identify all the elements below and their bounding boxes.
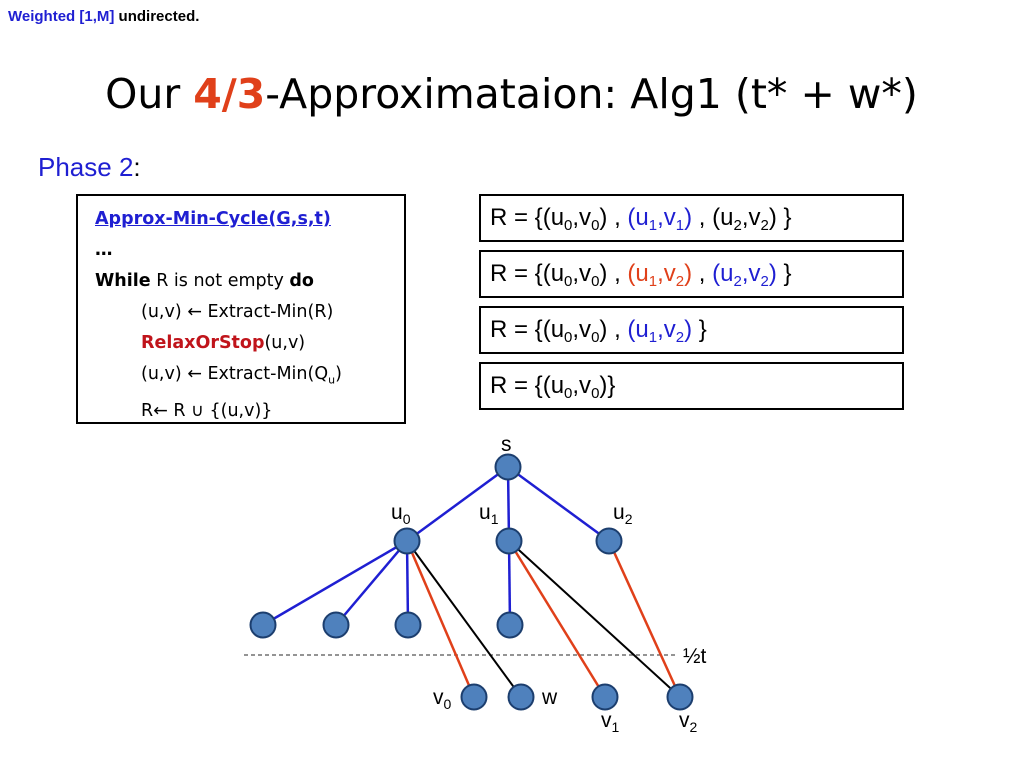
- edge-u1-v2: [508, 540, 681, 698]
- node-v0: [460, 683, 488, 711]
- node-u2: [595, 527, 623, 555]
- r-set-2: R = {(u0,v0) , (u1,v2) , (u2,v2) }: [479, 250, 904, 298]
- while-keyword: While: [95, 271, 151, 291]
- edge-u0-leaf1: [262, 539, 408, 627]
- label-u1: u1: [479, 501, 499, 527]
- black-edges: [406, 540, 681, 698]
- node-s: [494, 453, 522, 481]
- node-leaf2: [322, 611, 350, 639]
- node-w: [507, 683, 535, 711]
- extract-q-close: ): [335, 364, 342, 384]
- title-post: -Approximataion: Alg1 (t* + w*): [265, 70, 918, 118]
- corner-weighted: Weighted [1,M]: [8, 8, 115, 25]
- edge-u0-leaf2: [335, 540, 408, 626]
- relax-name: RelaxOrStop: [141, 333, 265, 353]
- extract-q-line: (u,v) ← Extract-Min(Qu): [95, 359, 404, 396]
- edge-u0-w: [406, 540, 522, 698]
- node-v1: [591, 683, 619, 711]
- extract-q-sub: u: [328, 373, 336, 387]
- edge-u2-v2: [607, 540, 682, 698]
- r-set-4: R = {(u0,v0)}: [479, 362, 904, 410]
- corner-undirected: undirected.: [114, 8, 200, 25]
- r-set-1: R = {(u0,v0) , (u1,v1) , (u2,v2) }: [479, 194, 904, 242]
- algorithm-box: Approx-Min-Cycle(G,s,t) … While R is not…: [76, 194, 406, 424]
- node-u0: [393, 527, 421, 555]
- extract-q-text: (u,v) ← Extract-Min(Q: [141, 364, 329, 384]
- phase-label: Phase 2:: [38, 152, 141, 183]
- while-line: While R is not empty do: [95, 266, 404, 297]
- node-v2: [666, 683, 694, 711]
- label-half-t: ½t: [683, 645, 707, 668]
- edge-s-u2: [507, 465, 610, 543]
- edge-s-u0: [406, 465, 509, 543]
- label-s: s: [501, 433, 512, 456]
- title-pre: Our: [105, 70, 194, 118]
- node-leaf1: [249, 611, 277, 639]
- node-u1: [495, 527, 523, 555]
- label-v0: v0: [433, 686, 452, 712]
- label-u2: u2: [613, 501, 633, 527]
- slide-title: Our 4/3-Approximataion: Alg1 (t* + w*): [0, 70, 1023, 118]
- label-v2: v2: [679, 709, 698, 735]
- algorithm-name: Approx-Min-Cycle(G,s,t): [95, 209, 331, 229]
- label-v1: v1: [601, 709, 620, 735]
- phase-colon: :: [133, 152, 141, 182]
- union-line: R← R ∪ {(u,v)}: [141, 400, 273, 421]
- node-leaf3: [394, 611, 422, 639]
- title-accent: 4/3: [193, 70, 266, 118]
- algorithm-ellipsis: …: [95, 240, 113, 260]
- label-u0: u0: [391, 501, 411, 527]
- relax-args: (u,v): [264, 333, 306, 353]
- r-set-3: R = {(u0,v0) , (u1,v2) }: [479, 306, 904, 354]
- relax-line: RelaxOrStop(u,v): [95, 328, 404, 359]
- do-keyword: do: [289, 271, 314, 291]
- slide-corner-note: Weighted [1,M] undirected.: [8, 8, 199, 25]
- edge-u0-v0: [405, 540, 476, 698]
- label-w: w: [541, 686, 558, 709]
- edge-u1-leaf: [507, 540, 512, 626]
- edge-u1-v1: [507, 540, 607, 698]
- node-leaf4: [496, 611, 524, 639]
- edge-u0-leaf3: [405, 540, 410, 626]
- while-condition: R is not empty: [150, 271, 290, 291]
- red-edges: [405, 540, 682, 698]
- blue-edges: [262, 465, 610, 627]
- phase-text: Phase 2: [38, 152, 134, 182]
- extract-r-line: (u,v) ← Extract-Min(R): [141, 302, 334, 322]
